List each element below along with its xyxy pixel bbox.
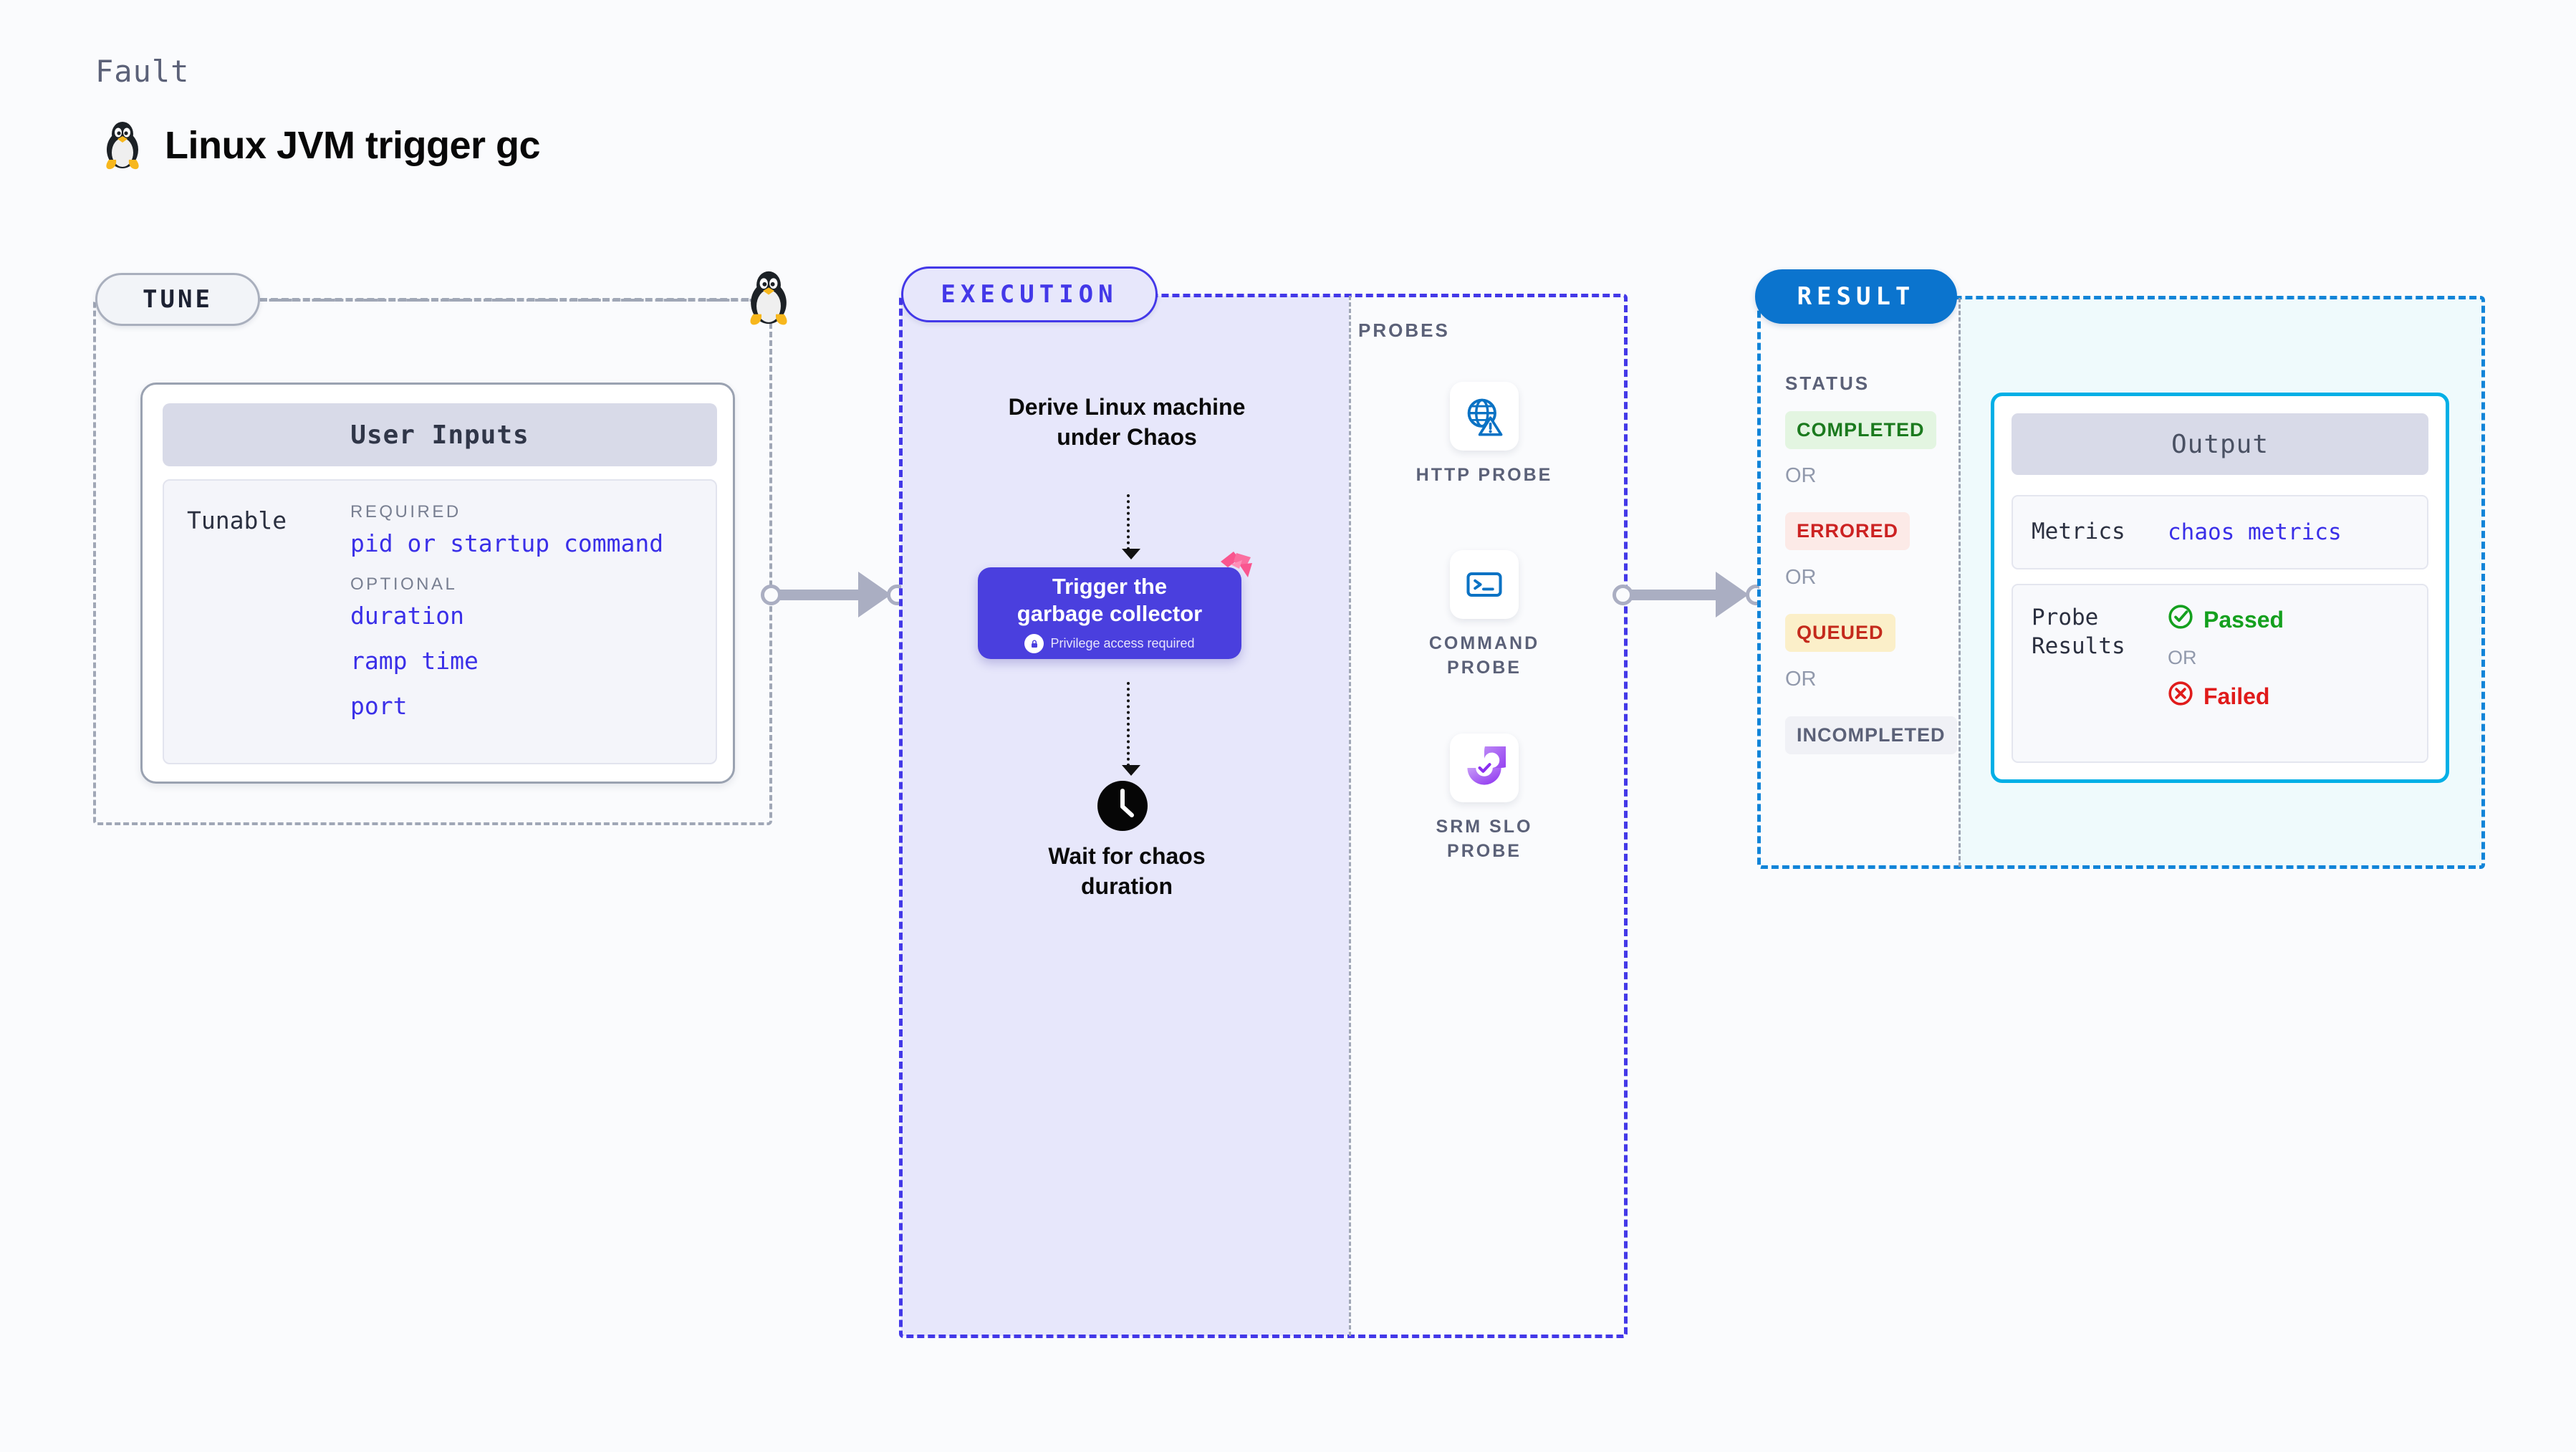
tune-top-connector-line: [260, 298, 770, 302]
probe-results-values: Passed OR Failed: [2168, 604, 2284, 743]
execution-panel: [899, 294, 1628, 1338]
tunable-label: Tunable: [187, 506, 287, 534]
probe-result-failed: Failed: [2168, 681, 2284, 712]
execution-badge: EXECUTION: [901, 266, 1158, 322]
probe-command[interactable]: COMMAND PROBE: [1398, 550, 1570, 681]
connector-node-start: [761, 585, 782, 605]
status-badge-incompleted: INCOMPLETED: [1785, 716, 1957, 754]
output-card: Output Metrics chaos metrics Probe Resul…: [1991, 393, 2449, 783]
output-row-metrics: Metrics chaos metrics: [2012, 495, 2428, 569]
result-divider: [1959, 298, 1961, 867]
probe-label: COMMAND PROBE: [1428, 633, 1540, 678]
probe-result-or: OR: [2168, 647, 2197, 668]
privilege-note-text: Privilege access required: [1050, 636, 1195, 651]
tunable-value[interactable]: port: [350, 692, 408, 720]
tux-penguin-icon: [100, 118, 145, 173]
x-circle-icon: [2168, 681, 2193, 712]
status-or-1: OR: [1785, 464, 1817, 487]
status-or-3: OR: [1785, 668, 1817, 691]
connector-node-start: [1613, 585, 1633, 605]
probes-title: PROBES: [1358, 319, 1450, 341]
tune-badge: TUNE: [95, 273, 260, 326]
privilege-note: Privilege access required: [1024, 634, 1195, 654]
chaos-ribbon-icon: [1218, 550, 1255, 585]
arrow-shaft: [771, 590, 878, 600]
result-status-fill: [1759, 298, 1959, 867]
connector-tune-to-execution: [761, 566, 913, 623]
connector-execution-to-result: [1613, 566, 1772, 623]
probe-result-passed: Passed: [2168, 604, 2284, 635]
tunable-values: REQUIRED pid or startup command OPTIONAL…: [350, 481, 663, 763]
step-line-1: Wait for chaos: [1048, 843, 1206, 869]
probe-label: SRM SLO PROBE: [1436, 817, 1533, 861]
fault-kicker: Fault: [95, 54, 190, 89]
metrics-value[interactable]: chaos metrics: [2168, 519, 2342, 545]
page-title: Linux JVM trigger gc: [100, 118, 541, 173]
lock-icon: [1024, 634, 1044, 654]
result-badge: RESULT: [1755, 269, 1957, 324]
step-line-1: Derive Linux machine: [1008, 394, 1246, 420]
page-title-text: Linux JVM trigger gc: [165, 124, 541, 167]
user-inputs-header: User Inputs: [163, 403, 717, 466]
tunable-value[interactable]: pid or startup command: [350, 529, 664, 557]
probe-srm-slo[interactable]: SRM SLO PROBE: [1398, 734, 1570, 864]
required-label: REQUIRED: [350, 502, 461, 521]
status-badge-errored: ERRORED: [1785, 512, 1911, 550]
execution-step-derive: Derive Linux machine under Chaos: [908, 393, 1345, 452]
probe-results-key-line-1: Probe: [2032, 605, 2099, 630]
step-line-2: duration: [1081, 872, 1173, 899]
arrow-shaft: [1623, 590, 1736, 600]
status-title: STATUS: [1785, 372, 1870, 394]
flow-arrow-down: [1122, 682, 1140, 776]
probe-results-key-line-2: Results: [2032, 633, 2125, 659]
status-badge-completed: COMPLETED: [1785, 411, 1936, 449]
optional-label: OPTIONAL: [350, 574, 458, 594]
output-row-probe-results: Probe Results Passed OR: [2012, 584, 2428, 763]
probes-divider: [1349, 296, 1351, 1336]
passed-label: Passed: [2203, 606, 2284, 633]
output-header: Output: [2012, 413, 2428, 475]
step-line-2: under Chaos: [1057, 423, 1197, 450]
probe-label: HTTP PROBE: [1416, 465, 1553, 485]
arrow-head: [1716, 572, 1749, 617]
tux-penguin-icon: [744, 267, 794, 329]
check-circle-icon: [2168, 604, 2193, 635]
user-inputs-card: User Inputs Tunable REQUIRED pid or star…: [140, 383, 735, 784]
flow-arrow-down: [1122, 494, 1140, 559]
result-panel: [1757, 296, 2485, 869]
status-or-2: OR: [1785, 566, 1817, 589]
terminal-icon: [1450, 550, 1519, 619]
slo-donut-check-icon: [1450, 734, 1519, 802]
tunable-value[interactable]: duration: [350, 602, 464, 630]
execution-step-wait: Wait for chaos duration: [908, 842, 1345, 901]
failed-label: Failed: [2203, 683, 2270, 709]
arrow-head: [858, 572, 891, 617]
status-badge-queued: QUEUED: [1785, 614, 1895, 652]
metrics-key: Metrics: [2032, 519, 2125, 545]
user-inputs-body: Tunable REQUIRED pid or startup command …: [163, 479, 717, 764]
probe-results-key: Probe Results: [2032, 604, 2168, 743]
probe-http[interactable]: HTTP PROBE: [1398, 382, 1570, 488]
globe-warning-icon: [1450, 382, 1519, 451]
clock-icon: [1096, 779, 1149, 832]
tunable-value[interactable]: ramp time: [350, 647, 479, 675]
